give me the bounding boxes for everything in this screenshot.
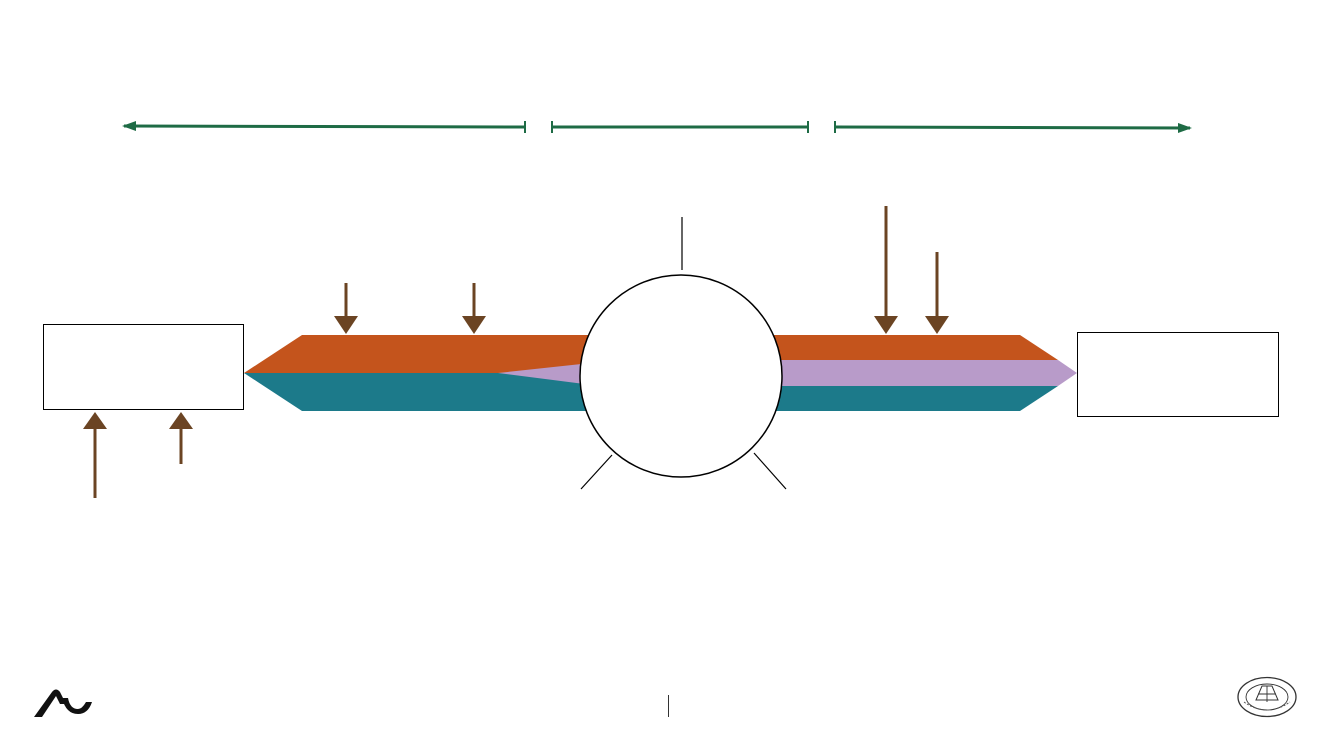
- right-band-orange: [760, 335, 1058, 360]
- central-circle: [579, 274, 783, 478]
- left-band-arrow-1-head: [334, 316, 358, 334]
- left-input-box: [43, 324, 244, 410]
- bottom-right-spoke: [753, 452, 787, 490]
- footer-divider: [668, 695, 669, 717]
- right-band: [760, 335, 1077, 411]
- left-box-arrow-2-head: [169, 412, 193, 429]
- university-seal-icon: [1237, 676, 1297, 718]
- right-band-teal: [760, 386, 1058, 411]
- left-band-teal: [244, 373, 600, 411]
- left-band: [244, 335, 600, 411]
- right-band-arrow-2-head: [925, 316, 949, 334]
- right-band-lilac: [760, 360, 1077, 386]
- left-band-lilac-wedge: [498, 362, 600, 386]
- input-arrows: [83, 206, 949, 498]
- au-logo-icon: [34, 689, 92, 717]
- left-box-arrow-1-head: [83, 412, 107, 429]
- right-output-box: [1077, 332, 1279, 417]
- left-band-orange: [244, 335, 600, 373]
- bottom-left-spoke: [580, 454, 613, 490]
- left-band-arrow-2-head: [462, 316, 486, 334]
- timeline-left-segment: [122, 121, 526, 132]
- central-node: [579, 217, 787, 490]
- timeline: [122, 121, 1192, 133]
- right-band-arrow-1-head: [874, 316, 898, 334]
- timeline-right-segment: [834, 122, 1192, 133]
